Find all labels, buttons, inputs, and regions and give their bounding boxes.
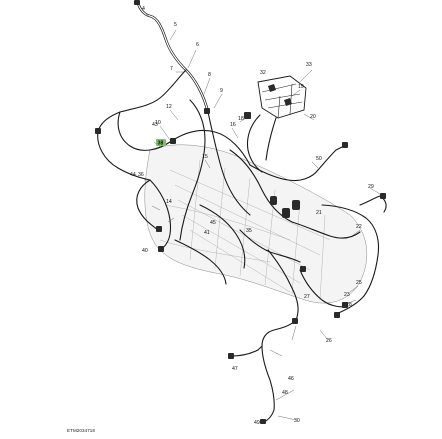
callout-labels: 4 5 6 7 8 9 10 12 14 15 16 18 19 20 21 2… <box>130 6 374 426</box>
callout-label: 48 <box>282 390 288 396</box>
connector <box>134 0 140 5</box>
connectors <box>95 0 386 424</box>
callout-label: 6 <box>196 42 199 48</box>
callout-label: 15 <box>202 154 208 160</box>
callout-label: 18 <box>238 116 244 122</box>
highlight-box <box>156 139 166 146</box>
callout-label: 10 <box>155 120 161 126</box>
callout-label: 27 <box>304 294 310 300</box>
connector <box>292 318 298 324</box>
callout-label: 26 <box>326 338 332 344</box>
callout-label: 28 <box>346 302 352 308</box>
connector <box>380 193 386 199</box>
connector <box>292 200 300 210</box>
callout-label: 5 <box>174 22 177 28</box>
callout-label: 29 <box>368 184 374 190</box>
figure-id: ETM2034718 <box>67 428 96 433</box>
connector <box>342 302 348 308</box>
callout-label: 47 <box>232 366 238 372</box>
connector <box>95 128 101 134</box>
connector <box>228 353 234 359</box>
connector <box>260 419 266 424</box>
callout-leaders <box>144 13 381 423</box>
connector <box>158 246 164 252</box>
callout-38-highlight: 38 <box>156 139 166 147</box>
callout-label: 49 <box>254 420 260 426</box>
connector <box>270 196 277 205</box>
callout-label: 45 <box>210 220 216 226</box>
connector <box>342 142 348 148</box>
callout-label: 35 <box>246 228 252 234</box>
callout-label: 8 <box>208 72 211 78</box>
callout-label: 50 <box>316 156 322 162</box>
callout-label: 41 <box>204 230 210 236</box>
callout-label: 23 <box>344 292 350 298</box>
callout-label: 33 <box>306 62 312 68</box>
control-box <box>257 75 307 119</box>
connector <box>170 138 176 144</box>
callout-label: 30 <box>294 418 300 424</box>
connector <box>156 226 162 232</box>
callout-label: 7 <box>170 66 173 72</box>
callout-label: 4 <box>142 6 145 12</box>
callout-label: 32 <box>260 70 266 76</box>
callout-label: 43 <box>152 122 158 128</box>
connector <box>300 266 306 272</box>
connector <box>282 208 290 218</box>
callout-label: 14 <box>166 199 172 205</box>
callout-label: 40 <box>142 248 148 254</box>
connector <box>244 112 251 119</box>
harness-wires <box>97 1 387 423</box>
callout-label: 22 <box>356 224 362 230</box>
callout-label: 9 <box>220 88 223 94</box>
callout-label: 46 <box>288 376 294 382</box>
callout-label: 36 <box>138 172 144 178</box>
callout-label: 44 <box>130 172 136 178</box>
connector <box>334 312 340 318</box>
callout-label: 16 <box>230 122 236 128</box>
callout-label: 20 <box>310 114 316 120</box>
callout-label: 12 <box>166 104 172 110</box>
callout-label: 21 <box>316 210 322 216</box>
connector <box>204 108 210 114</box>
callout-label: 25 <box>356 280 362 286</box>
callout-label: 19 <box>298 84 304 90</box>
callout-label-highlighted: 38 <box>158 141 164 147</box>
